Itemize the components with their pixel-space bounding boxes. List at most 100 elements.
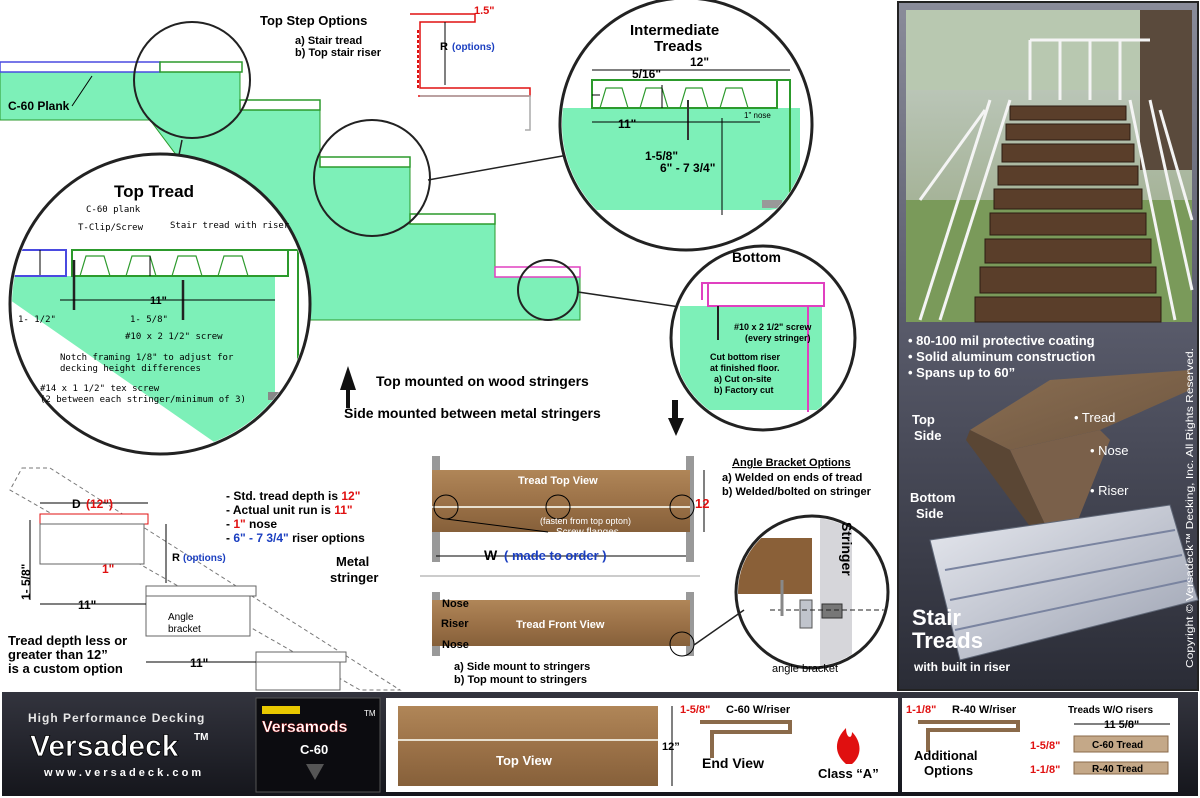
svg-text:6" - 7 3/4": 6" - 7 3/4" [660,161,715,175]
svg-text:1.5": 1.5" [474,5,495,17]
svg-text:Metal: Metal [336,554,369,569]
intermediate-treads-callout: Intermediate Treads 12" 5/16" 11" 1" nos… [558,0,814,252]
svg-text:(options): (options) [183,553,226,564]
svg-text:b) Top mount to stringers: b) Top mount to stringers [454,674,587,686]
svg-text:W: W [484,547,498,563]
mounting-labels: Top mounted on wood stringers Side mount… [340,366,684,436]
svg-text:11": 11" [190,656,208,670]
svg-text:is a custom option: is a custom option [8,661,123,676]
svg-text:1-1/8": 1-1/8" [906,704,936,716]
svg-text:Nose: Nose [442,598,469,610]
svg-text:Side: Side [914,428,941,443]
arrow-down-icon [668,400,684,436]
svg-text:End View: End View [702,755,764,771]
svg-text:Treads W/O risers: Treads W/O risers [1068,705,1153,716]
main-stair-elevation: C-60 Plank [0,21,701,321]
svg-text:Top Tread: Top Tread [114,182,194,201]
svg-text:Bottom: Bottom [910,490,956,505]
svg-text:angle bracket: angle bracket [772,663,838,675]
svg-text:(12"): (12") [86,497,113,511]
svg-text:D: D [72,497,81,511]
footer: High Performance Decking Versadeck TM w … [2,692,1198,796]
svg-text:11": 11" [618,117,636,131]
svg-text:a) Stair tread: a) Stair tread [295,35,362,47]
svg-text:at finished floor.: at finished floor. [710,363,780,373]
svg-text:Tread Top View: Tread Top View [518,475,598,487]
svg-text:bracket: bracket [168,624,201,635]
svg-text:11": 11" [150,295,167,307]
stair-photo [906,10,1194,323]
tread-2 [239,99,321,111]
top-tread-callout: Top Tread C-60 plank T-Clip/Screw Stair … [8,152,312,456]
product-panel: • 80-100 mil protective coating • Solid … [897,1,1199,691]
svg-text:C-60: C-60 [300,742,328,757]
arrow-up-icon [340,366,356,408]
svg-text:Treads: Treads [912,628,983,653]
svg-text:( made to order ): ( made to order ) [504,548,607,563]
svg-text:greater than 12”: greater than 12” [8,647,108,662]
svg-text:• Riser: • Riser [1090,483,1129,498]
svg-text:• Solid aluminum construction: • Solid aluminum construction [908,349,1095,364]
versadeck-logo: Versadeck [30,730,179,763]
svg-text:1- 5/8": 1- 5/8" [19,564,33,600]
bottom-tread [494,266,581,278]
svg-text:stringer: stringer [330,570,378,585]
svg-text:Top View: Top View [496,753,553,768]
svg-text:(every stringer): (every stringer) [745,333,811,343]
svg-text:Stringer: Stringer [839,522,855,576]
svg-text:C-60 W/riser: C-60 W/riser [726,704,791,716]
svg-text:1-1/8": 1-1/8" [1030,764,1060,776]
svg-text:R-40 W/riser: R-40 W/riser [952,704,1017,716]
svg-text:Stair: Stair [912,605,961,630]
svg-text:5/16": 5/16" [632,67,661,81]
svg-text:Intermediate: Intermediate [630,22,719,39]
svg-text:1- 1/2": 1- 1/2" [18,315,56,325]
svg-text:1-5/8": 1-5/8" [680,704,710,716]
svg-text:#10 x 2 1/2" screw: #10 x 2 1/2" screw [734,322,812,332]
svg-text:Tread depth less or: Tread depth less or [8,633,127,648]
callout-circle-mid [313,119,431,237]
svg-text:- Actual unit run is 11": - Actual unit run is 11" [226,503,353,517]
bottom-callout: Bottom #10 x 2 1/2" screw (every stringe… [669,244,857,432]
svg-text:1": 1" [102,562,114,576]
svg-text:Top mounted on wood stringers: Top mounted on wood stringers [376,373,589,389]
svg-text:Additional: Additional [914,748,978,763]
metal-stringer-detail: D (12") R (options) 1" 1- 5/8" 11" 11" A… [8,467,402,691]
svg-text:C-60 plank: C-60 plank [86,205,141,215]
svg-text:• Tread: • Tread [1074,410,1115,425]
svg-text:- Std. tread depth is 12": - Std. tread depth is 12" [226,489,360,503]
callout-circle-top [133,21,251,139]
svg-text:• 80-100 mil protective coatin: • 80-100 mil protective coating [908,333,1095,348]
svg-text:Angle Bracket Options: Angle Bracket Options [732,457,851,469]
svg-text:Bottom: Bottom [732,249,781,265]
footer-top-view [398,706,658,786]
top-step-options-title: Top Step Options [260,13,367,28]
fire-icon [836,728,860,764]
tread-top-view [432,470,690,532]
svg-text:(2 between each stringer/minim: (2 between each stringer/minimum of 3) [40,395,246,405]
svg-text:b) Factory cut: b) Factory cut [714,385,774,395]
tread-views: Tread Top View (fasten from top opton) S… [420,456,890,686]
svg-text:a) Welded on ends of tread: a) Welded on ends of tread [722,472,862,484]
svg-text:with built in riser: with built in riser [913,660,1010,674]
svg-text:Options: Options [924,763,973,778]
callout-circle-bottom [517,259,579,321]
svg-text:11 5/8": 11 5/8" [1104,719,1139,731]
svg-text:1- 5/8": 1- 5/8" [130,315,168,325]
svg-text:Riser: Riser [441,618,469,630]
top-tread [159,61,243,73]
svg-text:Screw flanges: Screw flanges [556,527,619,538]
svg-text:b) Welded/bolted on stringer: b) Welded/bolted on stringer [722,486,872,498]
tread-render-bottom [929,504,1199,661]
svg-text:• Nose: • Nose [1090,443,1129,458]
svg-text:Tread Front View: Tread Front View [516,619,605,631]
svg-text:TM: TM [194,732,208,743]
svg-text:b) Top stair riser: b) Top stair riser [295,47,382,59]
svg-text:TM: TM [364,709,376,718]
svg-text:Notch framing 1/8" to adjust f: Notch framing 1/8" to adjust for [60,353,234,363]
c60-plank-label: C-60 Plank [8,99,70,113]
svg-text:(options): (options) [452,42,495,53]
svg-text:Cut bottom riser: Cut bottom riser [710,352,780,362]
